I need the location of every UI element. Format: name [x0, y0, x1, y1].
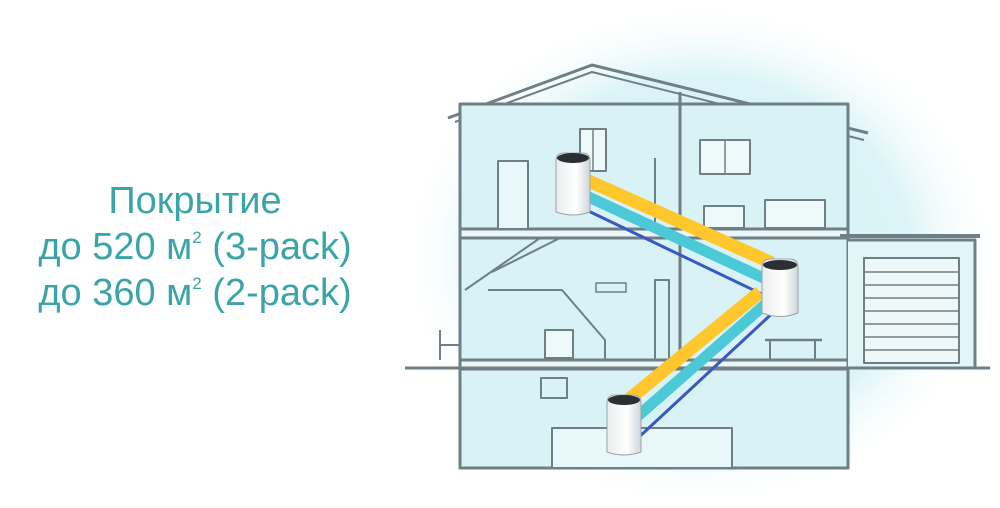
coverage-title: Покрытие: [108, 180, 282, 222]
router-upper: [555, 152, 591, 216]
coverage-line-3pack: до 520 м2 (3-pack): [0, 224, 390, 270]
router-lower: [606, 394, 642, 456]
coverage-3pack-suffix: (3-pack): [201, 226, 352, 268]
picture-frame: [540, 377, 568, 399]
cabinet: [544, 329, 574, 359]
signal-beams: [577, 171, 780, 440]
bed: [764, 199, 826, 229]
signal-beam-blue-upper: [579, 205, 769, 299]
coverage-2pack-unit-exponent: 2: [192, 274, 202, 293]
coverage-text-block: Покрытие до 520 м2 (3-pack) до 360 м2 (2…: [0, 178, 390, 316]
staircase: [464, 237, 606, 360]
signal-beam-cyan-upper: [577, 188, 775, 287]
porch-chair: [439, 330, 460, 360]
signal-beam-yellow-lower: [617, 286, 765, 411]
coverage-line-2pack: до 360 м2 (2-pack): [0, 270, 390, 316]
coverage-2pack-prefix: до 360 м: [38, 272, 193, 314]
signal-beam-cyan-lower: [626, 295, 774, 428]
signal-beam-yellow-upper: [577, 171, 775, 269]
coverage-3pack-unit-exponent: 2: [192, 228, 202, 247]
dresser: [703, 205, 745, 229]
coverage-2pack-suffix: (2-pack): [201, 272, 352, 314]
door-middle: [654, 279, 670, 361]
house-illustration: [400, 0, 1000, 508]
door-upper: [497, 160, 529, 230]
coverage-3pack-prefix: до 520 м: [38, 226, 193, 268]
signal-beam-blue-lower: [636, 306, 780, 440]
router-middle: [761, 258, 799, 317]
